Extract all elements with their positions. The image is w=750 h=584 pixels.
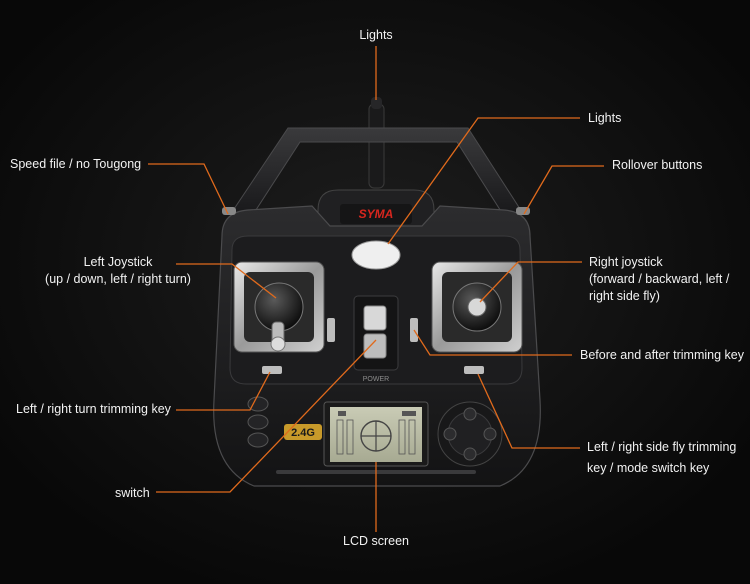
rollover-button-left[interactable] <box>222 207 236 215</box>
power-switch[interactable] <box>353 295 399 371</box>
label-lcd-screen: LCD screen <box>343 534 409 548</box>
label-lights-top: Lights <box>359 28 393 42</box>
label-switch: switch <box>115 486 150 500</box>
left-vertical-trim[interactable] <box>327 318 335 342</box>
band-badge-text: 2.4G <box>291 427 315 439</box>
band-badge: 2.4G <box>284 424 322 440</box>
label-left-joystick-desc: (up / down, left / right turn) <box>45 272 191 286</box>
label-side-fly-trim-2: key / mode switch key <box>587 461 710 475</box>
label-side-fly-trim-1: Left / right side fly trimming <box>587 440 737 454</box>
right-joystick[interactable] <box>431 261 523 353</box>
label-speed-file: Speed file / no Tougong <box>10 157 142 171</box>
label-right-joystick-desc-1: (forward / backward, left / <box>589 272 730 286</box>
brand-plate: SYMA <box>340 204 412 224</box>
power-label: POWER <box>363 376 389 383</box>
left-right-side-trim-key[interactable] <box>464 366 484 374</box>
antenna <box>368 97 385 189</box>
label-left-right-turn-trim: Left / right turn trimming key <box>16 402 171 416</box>
lights-dome <box>351 240 401 270</box>
left-joystick[interactable] <box>233 261 325 353</box>
label-rollover-buttons: Rollover buttons <box>612 158 703 172</box>
label-right-joystick-title: Right joystick <box>589 255 663 269</box>
label-right-joystick-desc-2: right side fly) <box>589 289 660 303</box>
leader-lines <box>148 46 604 532</box>
label-before-after-trim: Before and after trimming key <box>580 348 744 362</box>
label-left-joystick-title: Left Joystick <box>83 255 153 269</box>
brand-logo: SYMA <box>359 207 394 221</box>
left-right-turn-trim-key[interactable] <box>262 366 282 374</box>
lcd-screen <box>323 401 429 467</box>
label-lights-right: Lights <box>588 111 622 125</box>
mode-switch-dpad[interactable] <box>437 401 503 467</box>
left-side-buttons[interactable] <box>247 396 269 448</box>
